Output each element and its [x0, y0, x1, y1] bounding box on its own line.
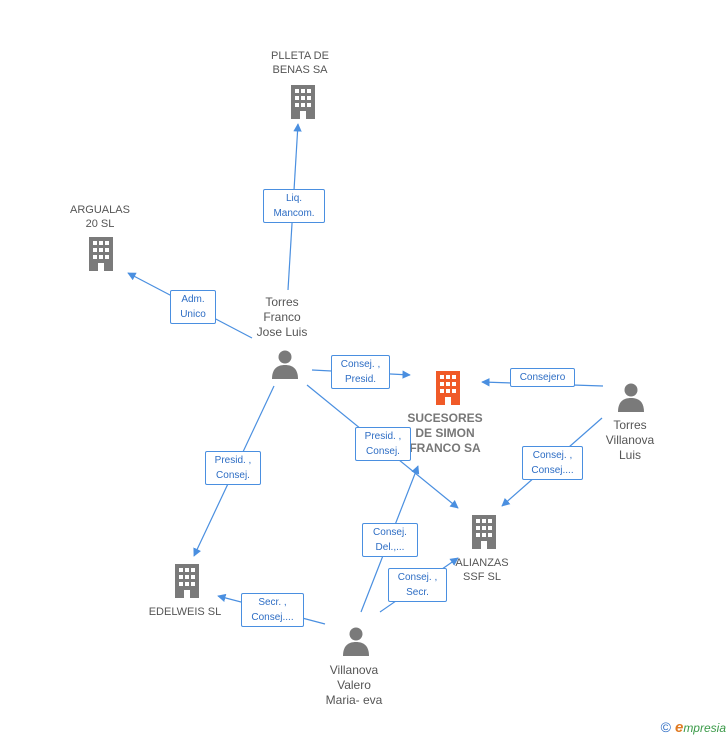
edge-label-consej-presid-1[interactable]: Consej. , Presid.: [331, 355, 390, 389]
node-label-edelweis[interactable]: EDELWEIS SL: [135, 605, 235, 619]
focus-building-icon[interactable]: [433, 370, 463, 406]
edge-label-presid-consej-1[interactable]: Presid. , Consej.: [355, 427, 411, 461]
edge-label-line: Consej. ,: [397, 572, 438, 583]
node-label-argualas[interactable]: ARGUALAS 20 SL: [50, 203, 150, 231]
person-icon[interactable]: [270, 349, 300, 379]
edge-label-adm[interactable]: Adm. Unico: [170, 290, 216, 324]
edge-label-line: Mancom.: [273, 208, 315, 219]
edge-label-liq[interactable]: Liq. Mancom.: [263, 189, 325, 223]
edge-label-line: Adm.: [181, 294, 205, 305]
building-icon[interactable]: [288, 84, 318, 120]
edge-label-line: Unico: [180, 309, 206, 320]
edge-label-line: Liq.: [285, 193, 303, 204]
node-label-line: 20 SL: [85, 218, 115, 230]
edge-label-line: Presid. ,: [364, 431, 402, 442]
building-icon[interactable]: [469, 514, 499, 550]
edge-label-consej-del[interactable]: Consej. Del.,...: [362, 523, 418, 557]
edge-label-line: Del.,...: [375, 542, 405, 553]
edge-label-line: Consejero: [519, 372, 566, 383]
node-label-line: FRANCO SA: [409, 441, 481, 455]
edge-label-consej-secr[interactable]: Consej. , Secr.: [388, 568, 447, 602]
node-label-line: DE SIMON: [415, 426, 475, 440]
edge-label-line: Consej....: [251, 612, 294, 623]
brand-logo-letter: e: [674, 719, 684, 736]
node-label-torres-villanova[interactable]: Torres Villanova Luis: [580, 418, 680, 463]
person-icon[interactable]: [341, 626, 371, 656]
copyright-icon: ©: [660, 719, 671, 735]
node-label-line: Franco: [263, 310, 301, 324]
edge-label-line: Consej. ,: [532, 450, 573, 461]
node-label-pelleta[interactable]: PLLETA DE BENAS SA: [250, 49, 350, 77]
node-label-line: ARGUALAS: [70, 204, 130, 216]
edge-label-line: Secr.: [406, 587, 429, 598]
node-label-line: Torres: [265, 295, 299, 309]
brand-footer[interactable]: ©empresia: [661, 719, 726, 736]
node-label-line: EDELWEIS SL: [148, 606, 222, 618]
node-label-line: ALIANZAS: [455, 557, 509, 569]
node-label-line: Valero: [337, 678, 371, 692]
edge-label-secr-consej[interactable]: Secr. , Consej....: [241, 593, 304, 627]
edge-label-line: Presid. ,: [214, 455, 252, 466]
edge-label-consej-consej[interactable]: Consej. , Consej....: [522, 446, 583, 480]
node-label-line: SUCESORES: [407, 411, 483, 425]
node-label-line: Maria- eva: [325, 693, 383, 707]
building-icon[interactable]: [86, 236, 116, 272]
edge-label-line: Consej.: [373, 527, 407, 538]
building-icon[interactable]: [172, 563, 202, 599]
node-label-line: Jose Luis: [256, 325, 308, 339]
node-label-line: Villanova: [329, 663, 379, 677]
node-label-line: BENAS SA: [272, 64, 328, 76]
node-label-sucesores[interactable]: SUCESORES DE SIMON FRANCO SA: [395, 411, 495, 456]
node-label-line: Villanova: [605, 433, 655, 447]
person-icon[interactable]: [616, 382, 646, 412]
node-label-line: Torres: [613, 418, 647, 432]
edge-label-presid-consej-2[interactable]: Presid. , Consej.: [205, 451, 261, 485]
node-label-villanova-valero[interactable]: Villanova Valero Maria- eva: [304, 663, 404, 708]
edge-label-line: Consej....: [531, 465, 574, 476]
edge-label-line: Presid.: [344, 374, 377, 385]
edge-label-line: Consej.: [366, 446, 400, 457]
node-label-alianzas[interactable]: ALIANZAS SSF SL: [432, 556, 532, 584]
edge-label-consejero[interactable]: Consejero: [510, 368, 575, 387]
edge-label-line: Secr. ,: [258, 597, 287, 608]
node-label-line: PLLETA DE: [271, 50, 329, 62]
node-label-line: Luis: [618, 448, 641, 462]
node-label-line: SSF SL: [463, 571, 501, 583]
node-label-torres-franco[interactable]: Torres Franco Jose Luis: [232, 295, 332, 340]
edge-label-line: Consej.: [216, 470, 250, 481]
edge-label-line: Consej. ,: [340, 359, 381, 370]
brand-logo-text: mpresia: [683, 721, 726, 735]
